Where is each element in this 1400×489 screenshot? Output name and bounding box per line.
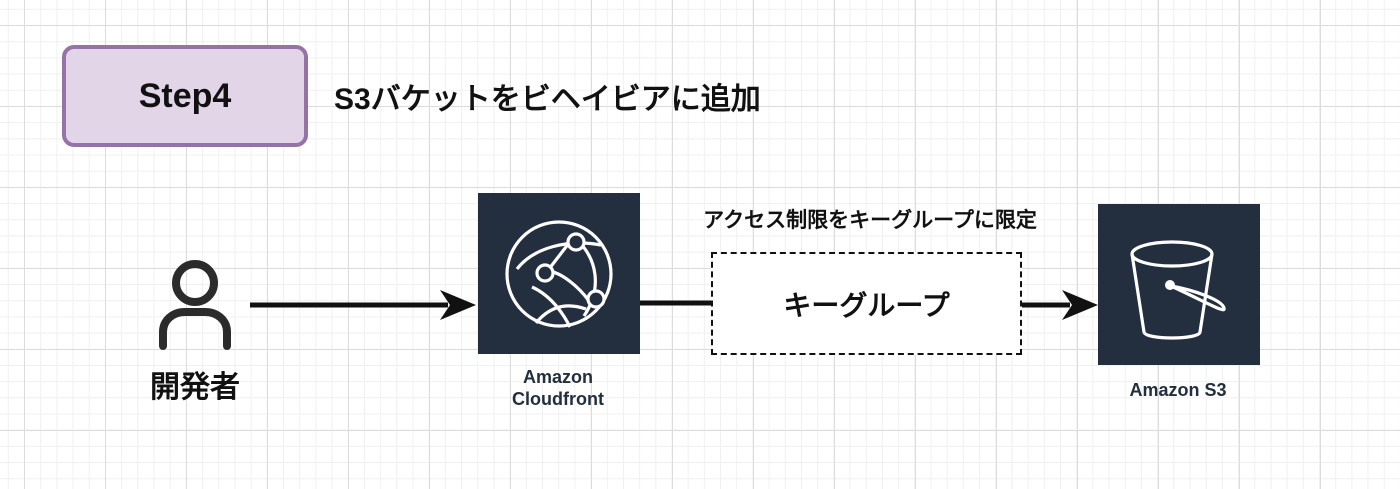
cloudfront-icon — [505, 219, 613, 328]
page-title: S3バケットをビヘイビアに追加 — [334, 83, 761, 116]
step-badge: Step4 — [62, 45, 308, 147]
cloudfront-label-line2: Cloudfront — [512, 389, 604, 409]
developer-label: 開発者 — [150, 371, 240, 404]
key-group-box: キーグループ — [711, 252, 1022, 355]
s3-tile — [1098, 204, 1260, 365]
key-group-note: アクセス制限をキーグループに限定 — [703, 209, 1037, 232]
cloudfront-tile — [478, 193, 640, 354]
s3-label: Amazon S3 — [1129, 380, 1227, 400]
key-group-label: キーグループ — [783, 289, 950, 321]
arrow-developer-to-cloudfront — [250, 290, 476, 320]
s3-bucket-icon — [1130, 239, 1226, 340]
step-label: Step4 — [138, 76, 232, 115]
user-icon — [159, 260, 231, 350]
cloudfront-label: Amazon Cloudfront — [458, 366, 658, 410]
cloudfront-label-line1: Amazon — [522, 367, 593, 387]
arrow-keygroup-to-s3 — [1022, 290, 1098, 320]
